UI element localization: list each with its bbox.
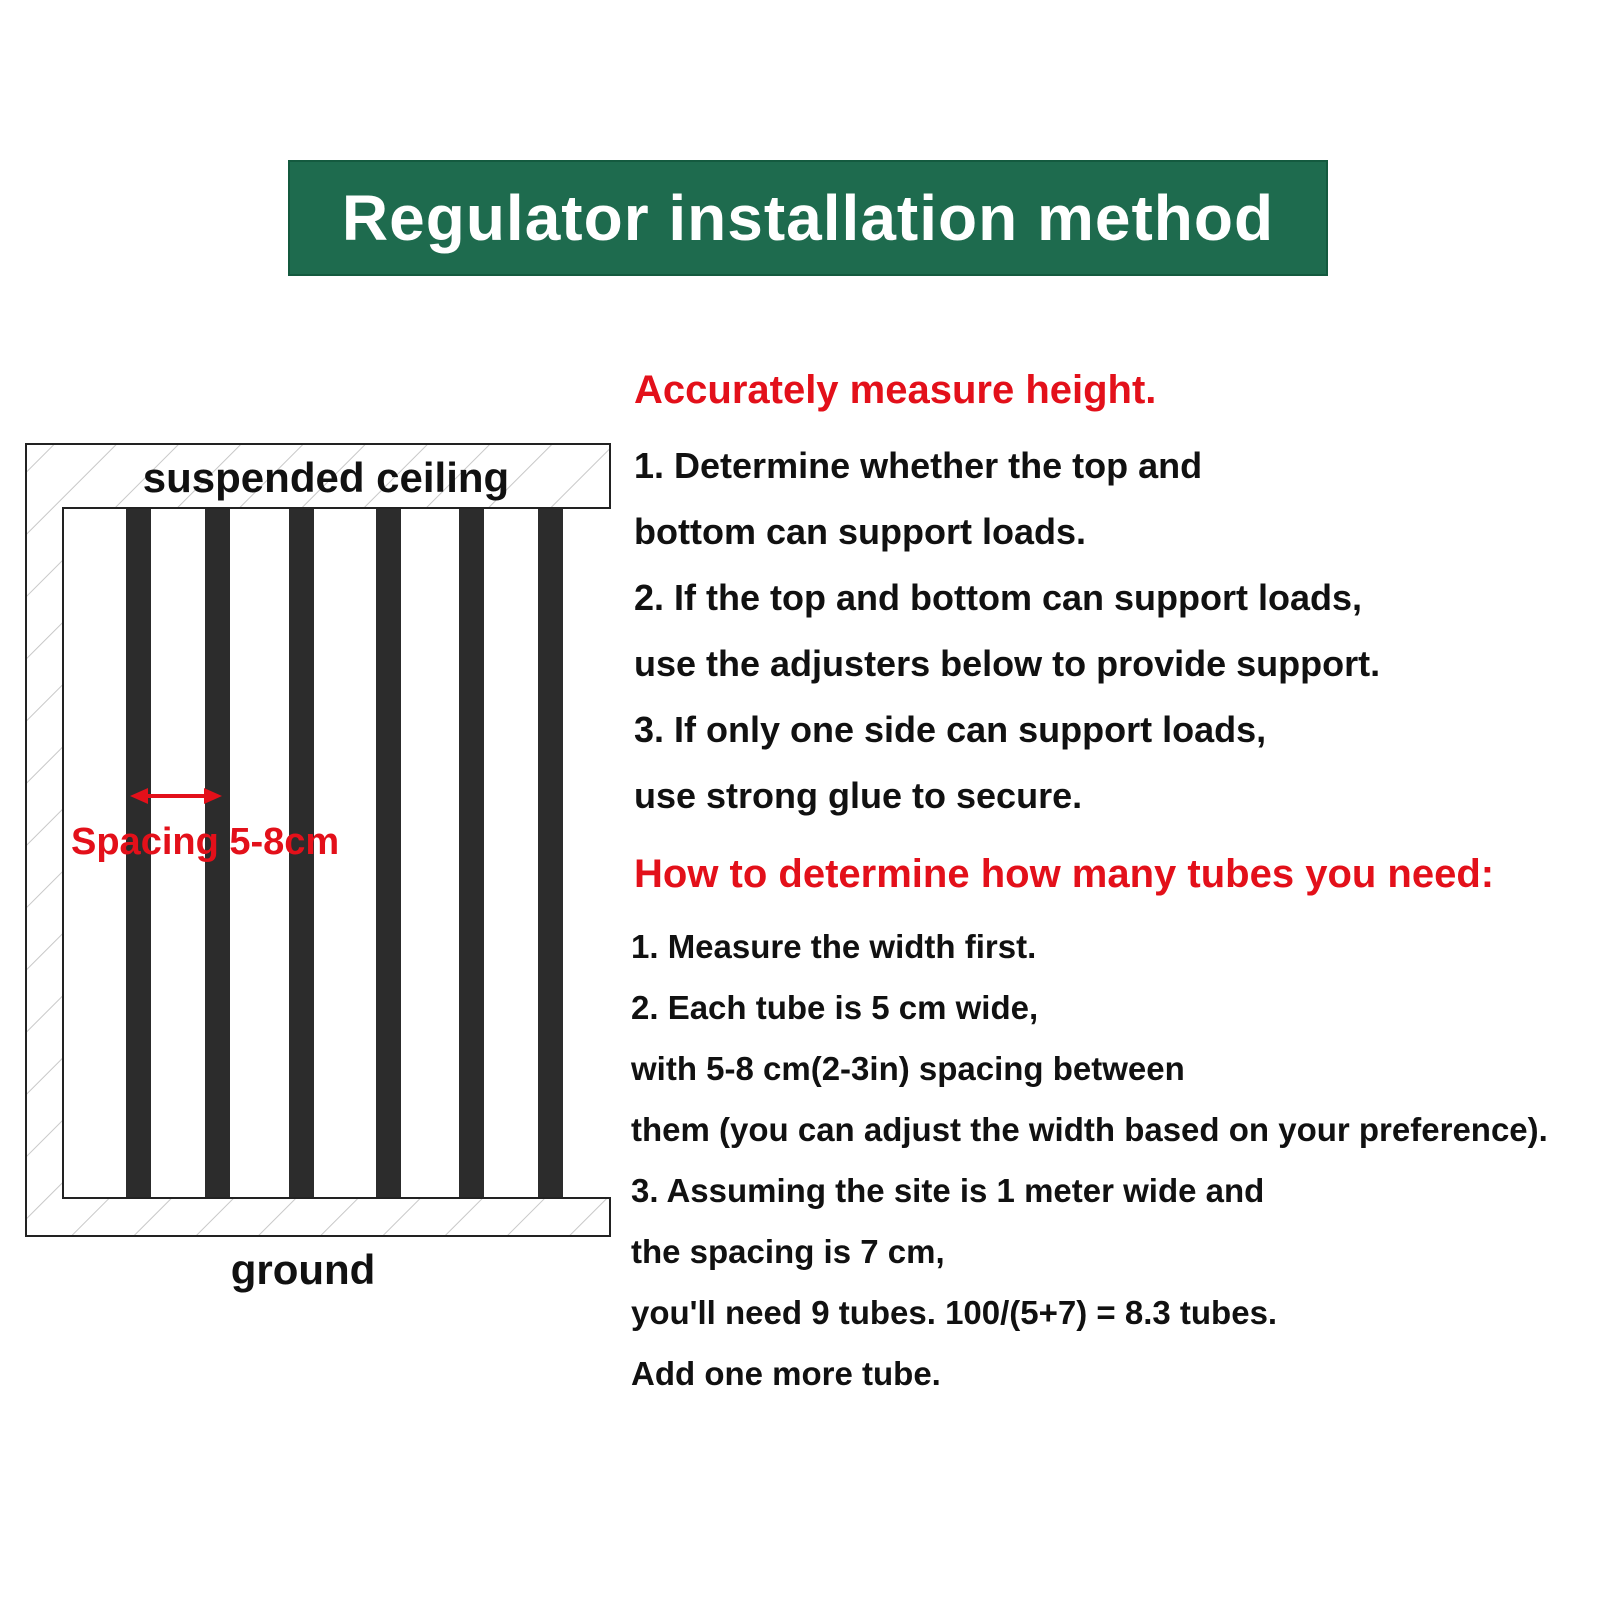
section1-line: use strong glue to secure. xyxy=(634,775,1083,816)
section2-line: the spacing is 7 cm, xyxy=(631,1233,945,1270)
title-banner: Regulator installation method xyxy=(288,160,1328,276)
spacing-arrow xyxy=(130,788,222,804)
install-space xyxy=(62,507,611,1199)
section2-heading: How to determine how many tubes you need… xyxy=(634,852,1495,896)
tube-6 xyxy=(538,509,563,1197)
section1-line: use the adjusters below to provide suppo… xyxy=(634,643,1381,684)
section1-line: 1. Determine whether the top and xyxy=(634,445,1203,486)
section2-line: 2. Each tube is 5 cm wide, xyxy=(631,989,1039,1026)
tubes-group xyxy=(126,509,563,1197)
section1-heading: Accurately measure height. xyxy=(634,368,1157,412)
section1-line: 3. If only one side can support loads, xyxy=(634,709,1267,750)
page-title: Regulator installation method xyxy=(341,182,1275,254)
ground-label: ground xyxy=(231,1246,376,1293)
tube-4 xyxy=(376,509,401,1197)
tube-1 xyxy=(126,509,151,1197)
section1-line: 2. If the top and bottom can support loa… xyxy=(634,577,1362,618)
installation-diagram: suspended ceiling Spacing 5-8cm ground xyxy=(25,443,612,1293)
tube-5 xyxy=(459,509,484,1197)
section2-line: 1. Measure the width first. xyxy=(631,928,1037,965)
tube-3 xyxy=(289,509,314,1197)
section1-line: bottom can support loads. xyxy=(634,511,1087,552)
spacing-label: Spacing 5-8cm xyxy=(71,821,339,863)
section2-line: 3. Assuming the site is 1 meter wide and xyxy=(631,1172,1265,1209)
section2-line: them (you can adjust the width based on … xyxy=(631,1111,1548,1148)
tube-2 xyxy=(205,509,230,1197)
ceiling-label: suspended ceiling xyxy=(143,454,509,501)
section2-line: you'll need 9 tubes. 100/(5+7) = 8.3 tub… xyxy=(631,1294,1278,1331)
section2-line: with 5-8 cm(2-3in) spacing between xyxy=(631,1050,1185,1087)
section2-line: Add one more tube. xyxy=(631,1355,941,1392)
